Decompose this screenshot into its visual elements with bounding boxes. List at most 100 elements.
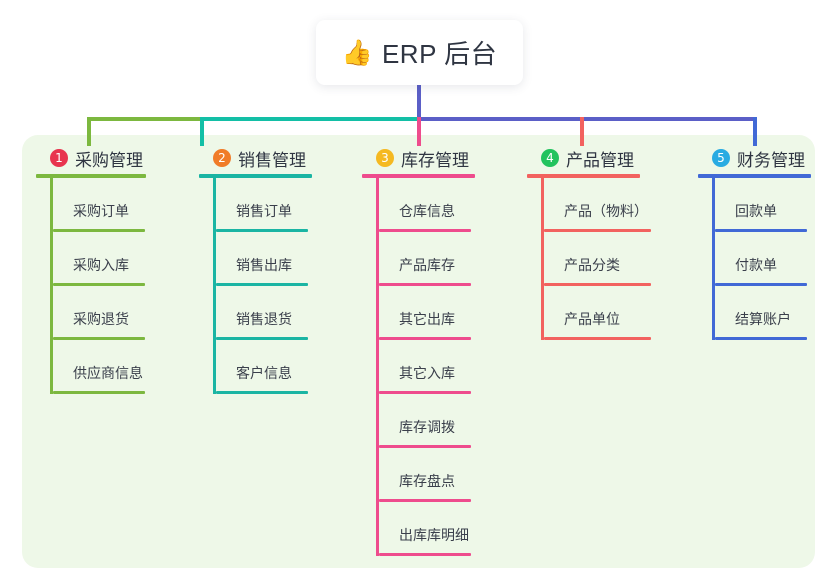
leaf-item[interactable]: 结算账户 bbox=[715, 286, 811, 340]
branch-title: 产品管理 bbox=[566, 150, 634, 170]
leaf-item-underline bbox=[216, 283, 308, 286]
leaf-item-label: 销售退货 bbox=[236, 311, 292, 327]
leaf-item-underline bbox=[379, 499, 471, 502]
branch-underline-purchase bbox=[36, 174, 146, 178]
root-node-title: ERP 后台 bbox=[381, 39, 498, 69]
thumbs-up-icon: 👍 bbox=[341, 38, 373, 67]
branch-header-purchase[interactable]: 1 采购管理 bbox=[36, 146, 146, 170]
bus-segment-teal bbox=[200, 117, 419, 121]
bus-segment-blue bbox=[419, 117, 757, 121]
leaf-item[interactable]: 仓库信息 bbox=[379, 178, 475, 232]
leaf-list-finance: 回款单付款单结算账户 bbox=[712, 178, 811, 340]
branch-title: 销售管理 bbox=[238, 150, 306, 170]
leaf-item[interactable]: 库存调拨 bbox=[379, 394, 475, 448]
leaf-item[interactable]: 库存盘点 bbox=[379, 448, 475, 502]
branch-number-badge: 2 bbox=[213, 149, 231, 167]
leaf-item-label: 客户信息 bbox=[236, 365, 292, 381]
drop-product bbox=[580, 117, 584, 146]
leaf-item-label: 仓库信息 bbox=[399, 203, 455, 219]
branch-column-product: 4 产品管理产品（物料） 产品分类产品单位 bbox=[527, 146, 651, 340]
leaf-item-underline bbox=[216, 229, 308, 232]
leaf-item[interactable]: 产品分类 bbox=[544, 232, 651, 286]
leaf-item[interactable]: 出库库明细 bbox=[379, 502, 475, 556]
leaf-spine bbox=[712, 178, 715, 340]
leaf-spine bbox=[213, 178, 216, 394]
leaf-item-underline bbox=[379, 337, 471, 340]
leaf-item-label: 销售订单 bbox=[236, 203, 292, 219]
leaf-item-label: 产品分类 bbox=[564, 257, 620, 273]
bus-segment-green bbox=[87, 117, 200, 121]
leaf-item[interactable]: 采购订单 bbox=[53, 178, 146, 232]
leaf-spine bbox=[376, 178, 379, 556]
drop-finance bbox=[753, 117, 757, 146]
branch-title: 财务管理 bbox=[737, 150, 805, 170]
leaf-item[interactable]: 回款单 bbox=[715, 178, 811, 232]
leaf-item[interactable]: 付款单 bbox=[715, 232, 811, 286]
leaf-item-underline bbox=[544, 337, 651, 340]
leaf-item[interactable]: 其它入库 bbox=[379, 340, 475, 394]
branch-number-badge: 5 bbox=[712, 149, 730, 167]
root-node[interactable]: 👍 ERP 后台 bbox=[316, 20, 523, 85]
branch-column-purchase: 1 采购管理采购订单采购入库采购退货供应商信息 bbox=[36, 146, 146, 394]
leaf-item-label: 产品库存 bbox=[399, 257, 455, 273]
leaf-item-underline bbox=[715, 229, 807, 232]
branch-header-sales[interactable]: 2 销售管理 bbox=[199, 146, 312, 170]
leaf-spine bbox=[541, 178, 544, 340]
leaf-item-underline bbox=[53, 391, 145, 394]
leaf-item-label: 付款单 bbox=[735, 257, 777, 273]
leaf-item-label: 采购退货 bbox=[73, 311, 129, 327]
leaf-item[interactable]: 产品库存 bbox=[379, 232, 475, 286]
leaf-spine bbox=[50, 178, 53, 394]
branch-title: 库存管理 bbox=[401, 150, 469, 170]
leaf-item-underline bbox=[544, 283, 651, 286]
leaf-item[interactable]: 产品单位 bbox=[544, 286, 651, 340]
branch-column-inventory: 3 库存管理仓库信息产品库存其它出库其它入库库存调拨库存盘点出库库明细 bbox=[362, 146, 475, 556]
branch-header-inventory[interactable]: 3 库存管理 bbox=[362, 146, 475, 170]
leaf-item-underline bbox=[379, 229, 471, 232]
leaf-item[interactable]: 供应商信息 bbox=[53, 340, 146, 394]
leaf-item-underline bbox=[379, 283, 471, 286]
leaf-item-underline bbox=[379, 553, 471, 556]
leaf-item-underline bbox=[53, 229, 145, 232]
leaf-item-label: 回款单 bbox=[735, 203, 777, 219]
branch-underline-product bbox=[527, 174, 640, 178]
leaf-item-underline bbox=[715, 283, 807, 286]
drop-sales bbox=[200, 117, 204, 146]
branch-header-product[interactable]: 4 产品管理 bbox=[527, 146, 640, 170]
leaf-item-label: 结算账户 bbox=[735, 311, 791, 327]
leaf-item-underline bbox=[53, 283, 145, 286]
leaf-item-label: 采购订单 bbox=[73, 203, 129, 219]
branch-underline-inventory bbox=[362, 174, 475, 178]
branch-title: 采购管理 bbox=[75, 150, 143, 170]
branch-header-finance[interactable]: 5 财务管理 bbox=[698, 146, 811, 170]
leaf-item-label: 其它出库 bbox=[399, 311, 455, 327]
leaf-item[interactable]: 销售出库 bbox=[216, 232, 312, 286]
leaf-item[interactable]: 其它出库 bbox=[379, 286, 475, 340]
leaf-item[interactable]: 产品（物料） bbox=[544, 178, 651, 232]
leaf-item-label: 供应商信息 bbox=[73, 365, 143, 381]
leaf-item[interactable]: 采购入库 bbox=[53, 232, 146, 286]
branch-column-finance: 5 财务管理回款单付款单结算账户 bbox=[698, 146, 811, 340]
leaf-item-label: 其它入库 bbox=[399, 365, 455, 381]
leaf-item[interactable]: 客户信息 bbox=[216, 340, 312, 394]
leaf-item-label: 出库库明细 bbox=[399, 527, 469, 543]
drop-purchase bbox=[87, 117, 91, 146]
leaf-item[interactable]: 采购退货 bbox=[53, 286, 146, 340]
branch-number-badge: 1 bbox=[50, 149, 68, 167]
leaf-item-underline bbox=[216, 337, 308, 340]
leaf-item[interactable]: 销售退货 bbox=[216, 286, 312, 340]
leaf-item-underline bbox=[379, 391, 471, 394]
leaf-list-product: 产品（物料） 产品分类产品单位 bbox=[541, 178, 651, 340]
diagram-background-panel bbox=[22, 135, 815, 568]
branch-number-badge: 4 bbox=[541, 149, 559, 167]
branch-underline-finance bbox=[698, 174, 811, 178]
leaf-item-underline bbox=[216, 391, 308, 394]
leaf-item-label: 销售出库 bbox=[236, 257, 292, 273]
leaf-list-purchase: 采购订单采购入库采购退货供应商信息 bbox=[50, 178, 146, 394]
branch-number-badge: 3 bbox=[376, 149, 394, 167]
leaf-item[interactable]: 销售订单 bbox=[216, 178, 312, 232]
leaf-list-sales: 销售订单销售出库销售退货客户信息 bbox=[213, 178, 312, 394]
leaf-item-underline bbox=[379, 445, 471, 448]
drop-inventory bbox=[417, 117, 421, 146]
